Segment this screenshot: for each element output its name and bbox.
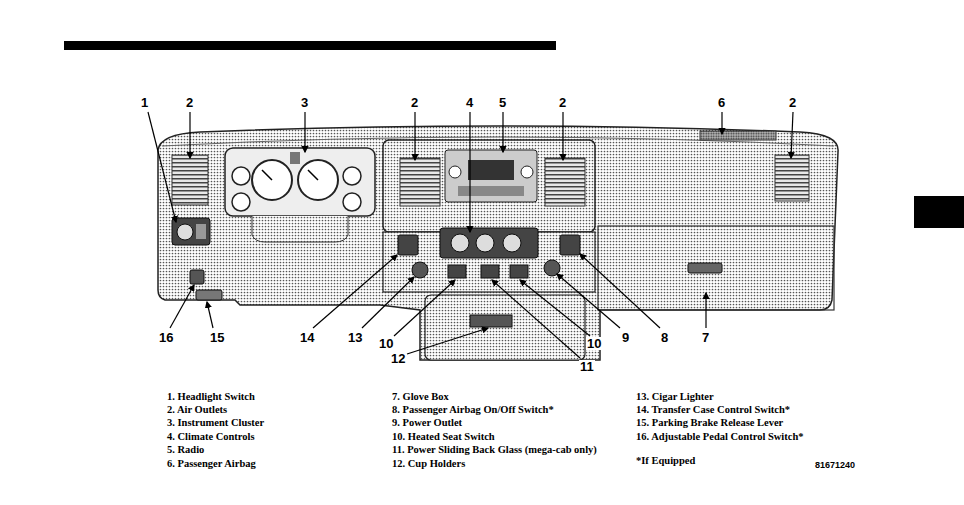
transfer-case-switch	[398, 235, 418, 255]
callout-number: 8	[660, 331, 669, 344]
callout-number: 6	[717, 96, 726, 109]
footnote: *If Equipped	[636, 455, 695, 467]
callout-number: 10	[378, 337, 394, 350]
callout-number: 3	[300, 96, 309, 109]
headlight-switch	[172, 218, 210, 245]
legend-item: 2. Air Outlets	[167, 404, 227, 416]
callout-number: 15	[209, 331, 225, 344]
callout-number: 2	[558, 96, 567, 109]
legend-item: 4. Climate Controls	[167, 431, 255, 443]
legend-item: 7. Glove Box	[392, 391, 449, 403]
back-glass-switch	[481, 265, 499, 278]
callout-number: 9	[621, 331, 630, 344]
legend-item: 15. Parking Brake Release Lever	[636, 417, 783, 429]
power-outlet	[544, 260, 560, 276]
air-outlet	[775, 155, 809, 201]
radio	[445, 150, 537, 202]
header-bar	[64, 41, 556, 50]
callout-number: 2	[410, 96, 419, 109]
callout-number: 13	[347, 331, 363, 344]
callout-number: 16	[158, 331, 174, 344]
legend-item: 12. Cup Holders	[392, 458, 465, 470]
parking-brake-lever	[196, 290, 222, 300]
legend-item: 14. Transfer Case Control Switch*	[636, 404, 790, 416]
airbag-switch	[560, 235, 580, 255]
legend-item: 5. Radio	[167, 444, 204, 456]
heated-seat-switch	[448, 265, 466, 278]
air-outlet	[172, 155, 208, 205]
legend-item: 16. Adjustable Pedal Control Switch*	[636, 431, 804, 443]
page-tab	[914, 196, 964, 228]
legend-item: 1. Headlight Switch	[167, 391, 255, 403]
legend-item: 13. Cigar Lighter	[636, 391, 714, 403]
callout-number: 14	[299, 331, 315, 344]
cup-holders	[425, 295, 585, 360]
callout-number: 5	[498, 96, 507, 109]
legend-item: 8. Passenger Airbag On/Off Switch*	[392, 404, 554, 416]
callout-number: 2	[788, 96, 797, 109]
callout-number: 12	[390, 352, 406, 365]
legend-item: 11. Power Sliding Back Glass (mega-cab o…	[392, 444, 597, 456]
legend-item: 6. Passenger Airbag	[167, 458, 256, 470]
cigar-lighter	[412, 262, 428, 278]
callout-number: 11	[579, 360, 595, 373]
callout-number: 2	[185, 96, 194, 109]
legend-item: 3. Instrument Cluster	[167, 417, 264, 429]
glove-box	[598, 226, 834, 310]
instrument-cluster	[225, 148, 375, 216]
figure-code: 81671240	[815, 461, 855, 470]
dashboard-body	[158, 126, 838, 360]
pedal-switch	[190, 270, 204, 284]
climate-controls	[440, 228, 538, 258]
air-outlet	[400, 158, 440, 206]
legend-item: 10. Heated Seat Switch	[392, 431, 495, 443]
callout-number: 4	[465, 96, 474, 109]
callout-number: 10	[586, 337, 602, 350]
callout-number: 1	[140, 96, 149, 109]
heated-seat-switch	[510, 265, 528, 278]
legend-item: 9. Power Outlet	[392, 417, 462, 429]
leader-lines	[148, 112, 793, 358]
callout-number: 7	[701, 331, 710, 344]
passenger-airbag	[700, 131, 776, 140]
air-outlet	[545, 158, 585, 206]
